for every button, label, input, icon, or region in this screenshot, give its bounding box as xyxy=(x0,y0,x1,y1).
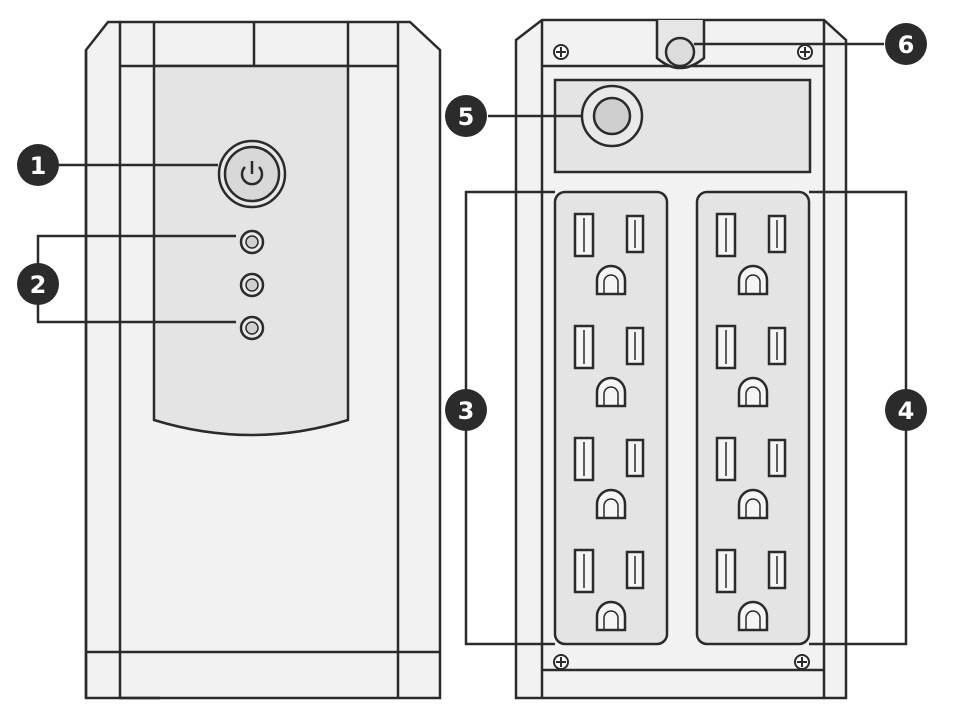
power-button xyxy=(217,139,287,209)
led-indicator xyxy=(239,229,265,255)
ups-rear-view xyxy=(514,18,848,700)
outlet-bank-left xyxy=(553,190,669,646)
callout-5-label: 5 xyxy=(458,103,475,131)
circuit-breaker xyxy=(580,84,644,148)
callout-6-label: 6 xyxy=(898,31,915,59)
callout-3-label: 3 xyxy=(458,397,475,425)
callout-2-label: 2 xyxy=(30,271,47,299)
outlet xyxy=(573,324,645,408)
power-icon xyxy=(240,161,264,186)
led-indicator xyxy=(239,272,265,298)
callout-4-label: 4 xyxy=(898,397,915,425)
outlet xyxy=(573,436,645,520)
outlet-bank-right xyxy=(695,190,811,646)
callout-1-label: 1 xyxy=(30,152,47,180)
outlet xyxy=(715,212,787,296)
led-indicator xyxy=(239,315,265,341)
callout-4: 4 xyxy=(885,389,927,431)
callout-3: 3 xyxy=(445,389,487,431)
screw-icon xyxy=(797,44,813,60)
screw-icon xyxy=(553,44,569,60)
callout-badges: 1 2 3 4 5 6 xyxy=(17,23,927,431)
callout-5: 5 xyxy=(445,95,487,137)
callout-6: 6 xyxy=(885,23,927,65)
ups-front-view xyxy=(84,20,442,700)
cable-hole xyxy=(664,36,696,68)
led-indicators xyxy=(239,229,265,341)
outlet xyxy=(715,324,787,408)
outlet xyxy=(715,436,787,520)
outlets-right xyxy=(715,212,787,632)
callout-1: 1 xyxy=(17,144,59,186)
screw-icon xyxy=(553,654,569,670)
screw-icon xyxy=(794,654,810,670)
outlets-left xyxy=(573,212,645,632)
callout-2: 2 xyxy=(17,263,59,305)
outlet xyxy=(715,548,787,632)
outlet xyxy=(573,548,645,632)
outlet xyxy=(573,212,645,296)
